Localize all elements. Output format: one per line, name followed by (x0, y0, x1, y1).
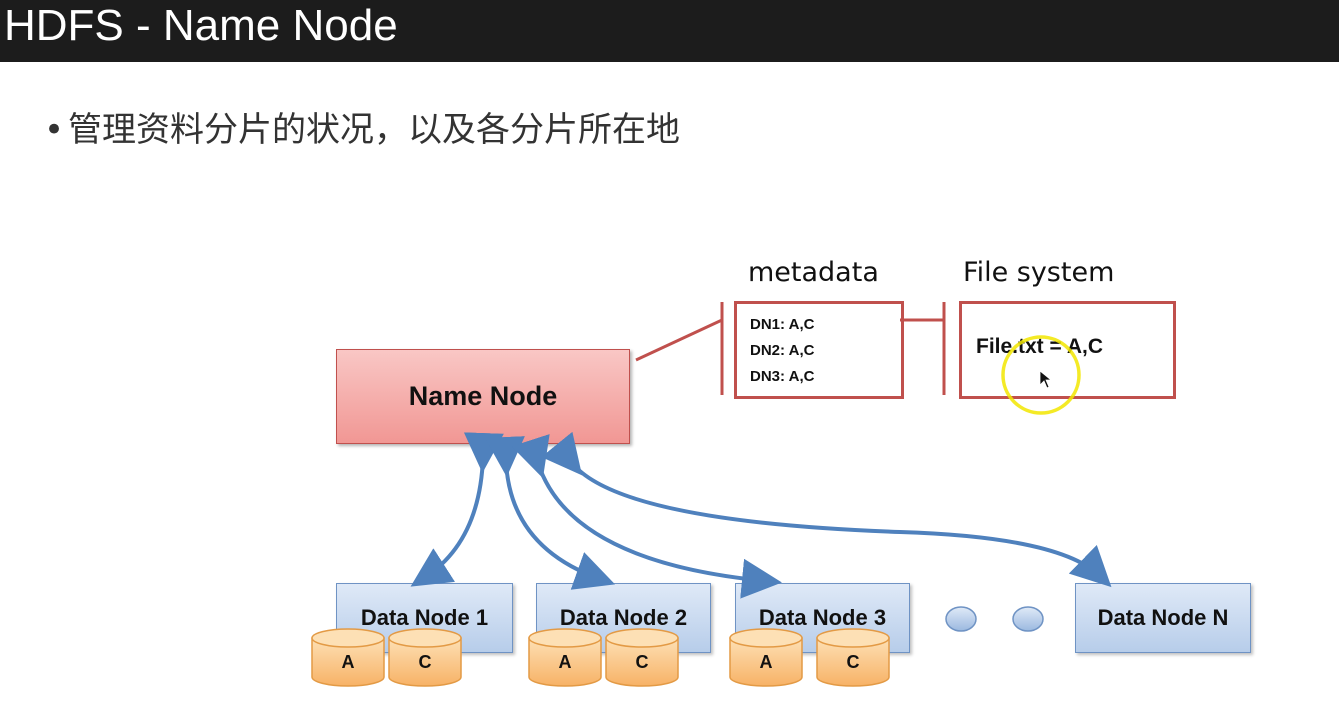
title-bar: HDFS - Name Node (0, 0, 1339, 62)
namenode-metadata-connector (635, 302, 946, 395)
block-label: A (342, 652, 355, 672)
data-node-n-box: Data Node N (1075, 583, 1251, 653)
arrows (410, 431, 1112, 599)
block-label: C (847, 652, 860, 672)
ellipsis-dot (945, 606, 977, 632)
file-system-heading: File system (963, 257, 1115, 288)
name-node-box: Name Node (336, 349, 630, 444)
bullet-point: •管理资料分片的状况，以及各分片所在地 (44, 102, 680, 151)
block-label: A (559, 652, 572, 672)
slide-body: •管理资料分片的状况，以及各分片所在地 metadata File system… (0, 62, 1339, 710)
data-node-label: Data Node 2 (559, 605, 688, 630)
metadata-heading: metadata (748, 257, 879, 288)
data-node-label: Data Node N (1097, 605, 1229, 630)
cursor-icon (1039, 370, 1053, 389)
block-cylinder: C (816, 628, 890, 687)
arrow-dn2 (484, 436, 616, 590)
data-node-1-box: Data Node 1 (336, 583, 513, 653)
block-cylinder: A (311, 628, 385, 687)
metadata-box: DN1: A,C DN2: A,C DN3: A,C (734, 301, 904, 399)
block-label: C (419, 652, 432, 672)
bullet-text: 管理资料分片的状况，以及各分片所在地 (68, 110, 680, 150)
ellipsis-dot (1012, 606, 1044, 632)
arrow-dn3 (511, 434, 782, 599)
bullet-dot: • (44, 110, 65, 150)
metadata-line: DN2: A,C (750, 342, 815, 359)
cursor-highlight (1001, 335, 1081, 415)
block-cylinder: A (729, 628, 803, 687)
data-node-label: Data Node 1 (360, 605, 489, 630)
arrow-dnn (541, 431, 1112, 588)
metadata-line: DN1: A,C (750, 316, 815, 333)
block-cylinder: A (528, 628, 602, 687)
metadata-line: DN3: A,C (750, 368, 815, 385)
block-cylinder: C (388, 628, 462, 687)
name-node-label: Name Node (408, 381, 558, 411)
block-label: A (760, 652, 773, 672)
data-node-label: Data Node 3 (758, 605, 887, 630)
block-label: C (636, 652, 649, 672)
arrow-dn1 (410, 432, 504, 587)
slide-title: HDFS - Name Node (4, 1, 398, 50)
block-cylinder: C (605, 628, 679, 687)
